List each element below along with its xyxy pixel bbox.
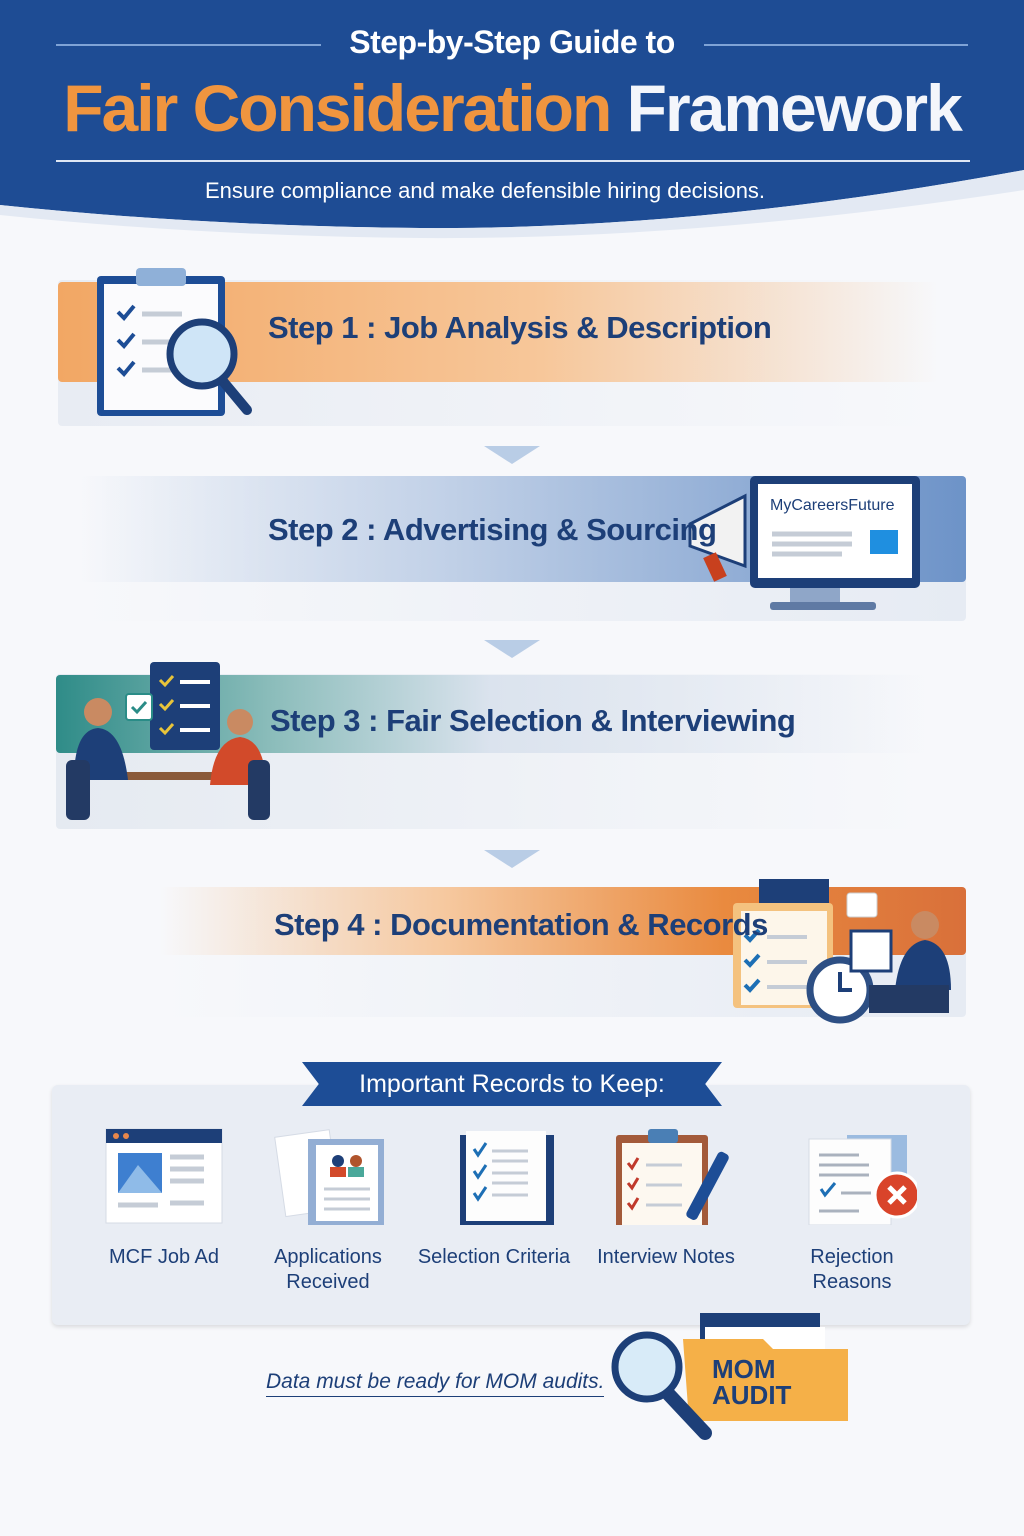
tagline: Ensure compliance and make defensible hi… bbox=[204, 178, 766, 203]
rejection-document-icon bbox=[808, 1135, 917, 1225]
step-1-title: Step 1 : Job Analysis & Description bbox=[268, 310, 772, 345]
record-item: MCF Job Ad bbox=[84, 1125, 244, 1270]
audit-note: Data must be ready for MOM audits. bbox=[266, 1370, 605, 1397]
megaphone-monitor-icon bbox=[688, 476, 920, 610]
step-3-title: Step 3 : Fair Selection & Interviewing bbox=[270, 703, 796, 738]
step-2-title: Step 2 : Advertising & Sourcing bbox=[268, 512, 717, 547]
header-subtitle: Step-by-Step Guide to bbox=[349, 24, 675, 60]
record-label: Interview Notes bbox=[597, 1246, 735, 1268]
record-label: Applications Received bbox=[274, 1246, 382, 1293]
record-item: Rejection Reasons bbox=[772, 1125, 932, 1295]
title-rest: Framework bbox=[626, 71, 963, 145]
down-arrow-icon bbox=[484, 850, 540, 868]
clipboard-pen-icon bbox=[616, 1129, 729, 1225]
divider bbox=[56, 160, 970, 162]
record-label: MCF Job Ad bbox=[108, 1246, 220, 1268]
audit-folder-magnifier-icon bbox=[611, 1313, 848, 1440]
records-heading: Important Records to Keep: bbox=[302, 1062, 722, 1106]
divider bbox=[704, 44, 968, 46]
header-banner: Step-by-Step Guide to Fair Consideration… bbox=[0, 0, 1024, 240]
down-arrow-icon bbox=[484, 640, 540, 658]
record-item: Interview Notes bbox=[586, 1125, 746, 1270]
folder-label: MOM AUDIT bbox=[712, 1354, 792, 1410]
documents-clock-icon bbox=[733, 879, 951, 1024]
step-4-title: Step 4 : Documentation & Records bbox=[274, 907, 768, 942]
page-title: Fair Consideration Framework bbox=[0, 70, 1024, 146]
clipboard-magnifier-icon bbox=[97, 268, 252, 416]
web-ad-icon bbox=[105, 1128, 223, 1224]
monitor-screen-text: MyCareersFuture bbox=[770, 497, 895, 514]
divider bbox=[56, 44, 321, 46]
record-label: Rejection Reasons bbox=[810, 1246, 894, 1293]
applications-icon bbox=[274, 1129, 384, 1225]
header-background bbox=[0, 0, 1024, 239]
record-item: Selection Criteria bbox=[414, 1125, 574, 1270]
record-item: Applications Received bbox=[248, 1125, 408, 1295]
down-arrow-icon bbox=[484, 446, 540, 464]
interview-icon bbox=[66, 662, 270, 820]
checklist-icon bbox=[460, 1131, 554, 1225]
record-label: Selection Criteria bbox=[417, 1246, 571, 1268]
title-highlight: Fair Consideration bbox=[63, 71, 612, 145]
